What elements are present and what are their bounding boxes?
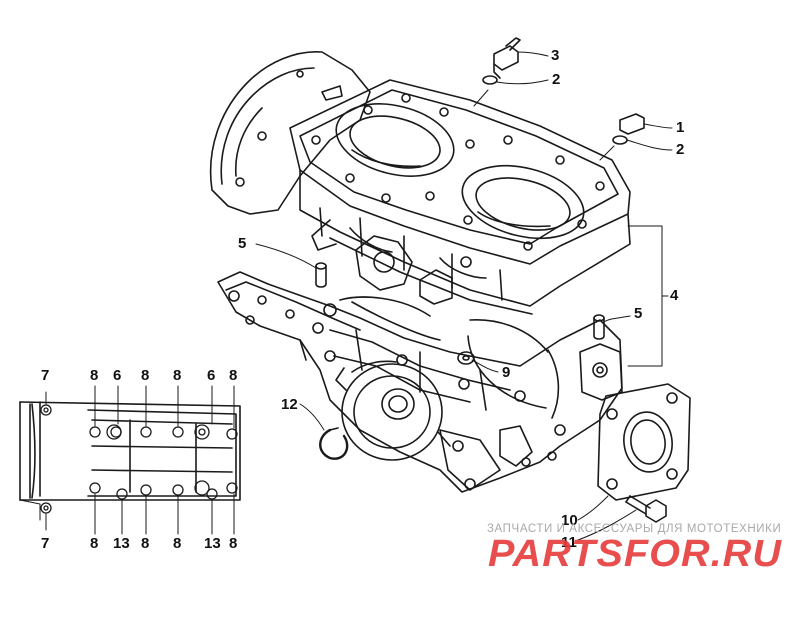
callout-11: 11	[561, 534, 577, 551]
watermark-caption: ЗАПЧАСТИ И АКСЕССУАРЫ ДЛЯ МОТОТЕХНИКИ	[487, 523, 782, 535]
callout-9: 9	[502, 364, 511, 381]
inset-label-bottom-6: 13	[204, 535, 221, 552]
inset-holes	[40, 404, 238, 514]
callout-10: 10	[561, 512, 578, 529]
inset-label-bottom-3: 13	[113, 535, 130, 552]
inset-label-bottom-7: 8	[229, 535, 238, 552]
inset-gasket-view	[19, 385, 241, 535]
inset-label-top-1: 7	[41, 367, 50, 384]
circlip-12	[319, 427, 349, 460]
inset-label-top-6: 6	[207, 367, 216, 384]
lower-crankcase	[217, 271, 623, 493]
dowel-pins	[315, 262, 605, 365]
leader-lines	[255, 51, 673, 541]
inset-label-bottom-1: 7	[41, 535, 50, 552]
inset-label-bottom-4: 8	[141, 535, 150, 552]
inset-label-top-7: 8	[229, 367, 238, 384]
inset-label-top-3: 6	[113, 367, 122, 384]
watermark-logo-text: PARTSFOR.RU	[488, 533, 783, 572]
inset-label-top-2: 8	[90, 367, 99, 384]
inset-label-bottom-2: 8	[90, 535, 99, 552]
inset-label-top-4: 8	[141, 367, 150, 384]
inset-label-bottom-5: 8	[173, 535, 182, 552]
callout-2-lower: 2	[676, 141, 685, 158]
callout-3: 3	[551, 47, 560, 64]
sensor-and-plug	[482, 37, 645, 145]
callout-12: 12	[281, 396, 298, 413]
bolt-11	[625, 495, 667, 523]
callout-5-right: 5	[634, 305, 643, 322]
callout-5-left: 5	[238, 235, 247, 252]
callout-1: 1	[676, 119, 685, 136]
seal-housing	[335, 360, 451, 461]
inset-leaders	[19, 385, 235, 535]
callout-2-upper: 2	[552, 71, 561, 88]
watermark-logo: PARTSFOR.RU	[488, 533, 783, 572]
inset-label-top-5: 8	[173, 367, 182, 384]
gasket-plate	[597, 383, 691, 501]
upper-crankcase	[209, 51, 631, 315]
callout-4: 4	[670, 287, 679, 304]
